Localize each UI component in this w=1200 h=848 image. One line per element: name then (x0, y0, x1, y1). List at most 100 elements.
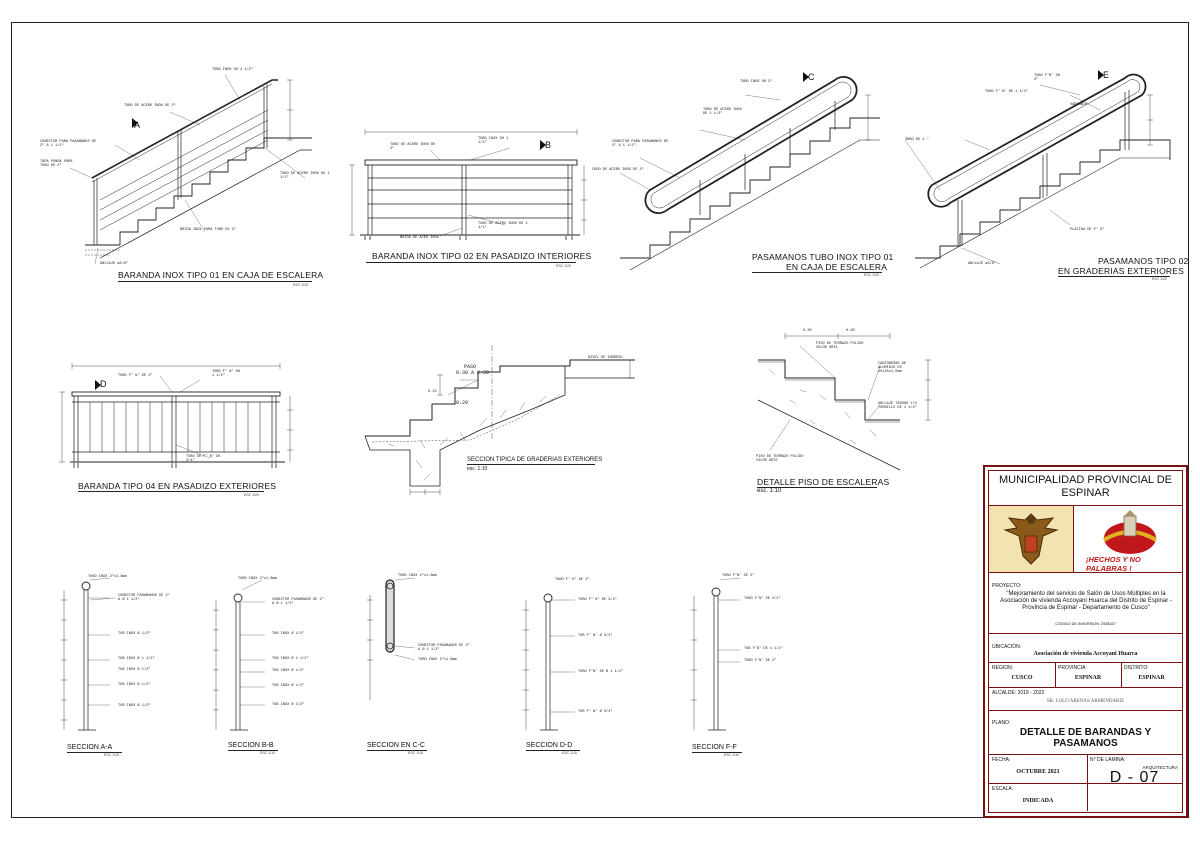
section-d-d-title: SECCION D-D (526, 742, 573, 749)
section-f-f-title: SECCION F-F (692, 744, 737, 751)
view-baranda-tipo-04 (59, 363, 293, 468)
section-b-b-drawing (213, 579, 265, 731)
view6-note-4: 0.20 (456, 400, 469, 406)
view2-scale: ESC 1/20 (556, 264, 571, 268)
section-d-d-scale: ESC 1/10 (562, 751, 577, 755)
title-block-mayor-row: ALCALDE: 2019 - 2022 SR. LOLO ARENAS ARM… (989, 688, 1182, 711)
section-d-d-underline (526, 750, 580, 751)
view3-title: PASAMANOS TUBO INOX TIPO 01 (752, 252, 894, 262)
section-a-a-note-6: TUB INOX Ø 1/2" (118, 683, 151, 687)
view2-note-2: TUBO INOX DH 1 1/2" (478, 137, 509, 145)
view3-note-4: CODO DE ACERO INOX DE 2" (592, 168, 644, 172)
marker-triangle-d (95, 380, 101, 390)
view-baranda-tipo-02 (349, 129, 587, 240)
view6-note-1: PASO (464, 364, 477, 370)
view1-note-2: TUBO DE ACERO INOX DE 2" (124, 104, 176, 108)
district-value: ESPINAR (1138, 675, 1165, 681)
district-label: DISTRITO: (1124, 665, 1149, 671)
section-f-f-note-4: TUBO F°N° DE 2" (744, 659, 777, 663)
section-d-d-note-5: TUB F° N° Ø 3/4" (578, 710, 613, 714)
title-block-inner: MUNICIPALIDAD PROVINCIAL DE ESPINAR (988, 470, 1183, 813)
view2-note-3: TUBO DE ACERO INOX DH 1 1/2" (478, 222, 528, 230)
section-b-b-note-2: CONECTOR PASAMANOS DE 2" A Ø 1 1/2" (272, 598, 324, 606)
section-d-d-note-3: TUB F° N° Ø 3/4" (578, 634, 613, 638)
investment-code: CODIGO DE INVERSION: 2538237 (1055, 622, 1116, 626)
marker-triangle-b (540, 140, 546, 150)
section-b-b-scale: ESC 1/10 (260, 751, 275, 755)
view4-title-2: EN GRADERIAS EXTERIORES (1058, 266, 1184, 276)
section-a-a-note-5: TUB INOX Ø 1/2" (118, 668, 151, 672)
section-b-b-note-6: TUB INOX Ø 1/2" (272, 684, 305, 688)
eagle-seal-box (989, 506, 1074, 572)
view4-note-1: TUBO F°N° DH 2" (1034, 74, 1060, 82)
marker-b: B (545, 140, 552, 150)
slogan: ¡HECHOS Y NO PALABRAS ! (1086, 555, 1141, 573)
title-block-org-row: MUNICIPALIDAD PROVINCIAL DE ESPINAR (989, 471, 1182, 506)
mayor-label: ALCALDE: 2019 - 2022 (992, 690, 1045, 696)
location-label: UBICACIÓN: (992, 644, 1022, 650)
section-a-a-note-1: TUBO INOX 2"x1.8mm (88, 575, 127, 579)
section-a-a-drawing (61, 577, 116, 731)
municipal-logo-icon (1102, 510, 1158, 554)
section-b-b-underline (228, 750, 278, 751)
view3-note-3: CONECTOR PARA PASAMANOS DE 2" A 1 1/2" (612, 140, 669, 148)
view-detalle-piso (757, 333, 931, 471)
view5-note-3: TUBO DE F° N° DE 3/4" (186, 455, 221, 463)
view-pasamanos-tipo-02 (904, 73, 1171, 269)
municipal-logo-box: ¡HECHOS Y NO PALABRAS ! (1074, 506, 1182, 573)
section-f-f-scale: ESC 1/10 (724, 753, 739, 757)
project-description: "Mejoramiento del servicio de Salón de U… (1000, 591, 1172, 611)
province-label: PROVINCIA: (1058, 665, 1087, 671)
plan-label: PLANO: (992, 720, 1011, 726)
section-f-f-note-1: TUBO F°N° DE 2" (722, 574, 755, 578)
date-cell: FECHA: OCTUBRE 2021 (989, 755, 1088, 783)
title-block-project-row: PROYECTO: "Mejoramiento del servicio de … (989, 581, 1182, 634)
view2-underline (366, 262, 576, 263)
view7-note-1: 0.30 (803, 329, 812, 333)
section-b-b-note-3: TUB INOX Ø 1/2" (272, 632, 305, 636)
marker-triangle-e (1098, 70, 1104, 80)
view4-scale: ESC 1/20 (1152, 277, 1167, 281)
location-value: Asociación de vivienda Accoyani Huarca (1033, 651, 1138, 657)
view2-note-1: TUBO DE ACERO INOX DE 2" (390, 143, 436, 151)
section-c-c-drawing (367, 577, 416, 700)
section-a-a-underline (67, 752, 122, 753)
view1-note-3: CONECTOR PARA PASAMANOS DE 2" A 1 1/2" (40, 140, 97, 148)
marker-d: D (100, 379, 107, 389)
view3-scale: ESC 1/20 (864, 273, 879, 277)
title-block-location-row: UBICACIÓN: Asociación de vivienda Accoya… (989, 642, 1182, 663)
plan-title: DETALLE DE BARANDAS Y PASAMANOS (1019, 727, 1152, 749)
view1-note-6: BRIDA INOX PARA TUBO DE 2" (180, 228, 237, 232)
view5-underline (78, 491, 264, 492)
view4-note-3: TUBO DE 1 " (905, 138, 929, 142)
section-a-a-note-4: TUB INOX Ø 1 1/2" (118, 657, 155, 661)
section-b-b-note-5: TUB INOX Ø 1/2" (272, 669, 305, 673)
title-block-admin-row: REGION: CUSCO PROVINCIA: ESPINAR DISTRIT… (989, 663, 1182, 688)
view7-title: DETALLE PISO DE ESCALERAS (757, 477, 890, 487)
marker-e: E (1103, 70, 1110, 80)
view6-note-3: NIVEL DE INGRESO (588, 356, 623, 360)
view7-note-5: ANCLAJE TARUGO Y/O TORNILLO DE 1 1/4" (878, 402, 917, 410)
view5-note-2: TUBO F° N° DH 1 1/2" (212, 370, 241, 378)
section-a-a-note-2: CONECTOR PASAMANOS DE 2" A Ø 1 1/2" (118, 594, 170, 602)
view4-underline (1058, 276, 1170, 277)
section-f-f-underline (692, 752, 742, 753)
title-block: MUNICIPALIDAD PROVINCIAL DE ESPINAR (983, 465, 1188, 818)
view3-note-2: TUBO DE ACERO INOX DE 1 1/2" (703, 108, 742, 116)
title-block-logos-row: ¡HECHOS Y NO PALABRAS ! (989, 506, 1182, 573)
view4-note-4: VARIABLE (1070, 103, 1088, 107)
view7-note-2: 0.30 (846, 329, 855, 333)
section-c-c-note-1: TUBO INOX 2"x1.8mm (398, 574, 437, 578)
view2-title: BARANDA INOX TIPO 02 EN PASADIZO INTERIO… (372, 251, 592, 261)
date-value: OCTUBRE 2021 (1016, 769, 1060, 775)
sheet-frame (11, 22, 1189, 818)
province-cell: PROVINCIA: ESPINAR (1055, 663, 1122, 687)
section-d-d-note-1: TUBO F° N° DE 2" (555, 578, 590, 582)
sheet-label: N° DE LAMINA: (1090, 757, 1126, 763)
section-b-b-note-7: TUB INOX Ø 1/2" (272, 703, 305, 707)
region-label: REGION: (992, 665, 1014, 671)
section-c-c-scale: ESC 1/10 (408, 751, 423, 755)
mayor-name: SR. LOLO ARENAS ARMENDARIZ (1046, 699, 1125, 704)
